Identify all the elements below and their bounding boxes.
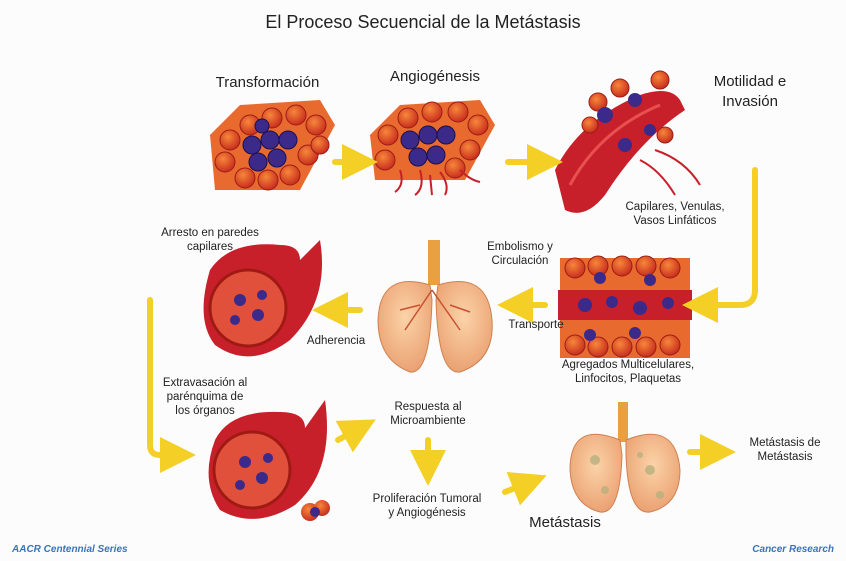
transformation-tissue — [210, 100, 335, 190]
label-metastasis: Metástasis — [510, 514, 620, 531]
label-transporte: Transporte — [496, 318, 576, 332]
label-transformacion: Transformación — [205, 74, 330, 91]
label-adherencia: Adherencia — [296, 334, 376, 348]
label-respuesta: Respuesta al Microambiente — [378, 400, 478, 428]
arrow-proliferation-to-metastasis — [505, 482, 530, 492]
label-arresto: Arresto en paredes capilares — [140, 226, 280, 254]
label-metastasis-de: Metástasis de Metástasis — [730, 436, 840, 464]
label-capilares: Capilares, Venulas, Vasos Linfáticos — [605, 200, 745, 228]
circulation-vessel — [558, 256, 692, 358]
label-angiogenesis: Angiogénesis — [375, 68, 495, 85]
label-proliferacion: Proliferación Tumoral y Angiogénesis — [352, 492, 502, 520]
label-motilidad: Motilidad e Invasión — [690, 72, 810, 112]
label-agregados: Agregados Multicelulares, Linfocitos, Pl… — [548, 358, 708, 386]
invasion-vessel — [555, 71, 700, 213]
arrow-extravasation-to-response — [338, 428, 360, 440]
footer-series: AACR Centennial Series — [12, 544, 128, 555]
arrow-invasion-to-vessel — [700, 170, 755, 305]
footer-journal: Cancer Research — [752, 544, 834, 555]
angiogenesis-tissue — [370, 100, 495, 195]
extravasation-vessel — [209, 400, 330, 521]
lungs-metastasis — [570, 402, 680, 512]
label-extravasacion: Extravasación al parénquima de los órgan… — [140, 376, 270, 418]
label-embolismo: Embolismo y Circulación — [470, 240, 570, 268]
